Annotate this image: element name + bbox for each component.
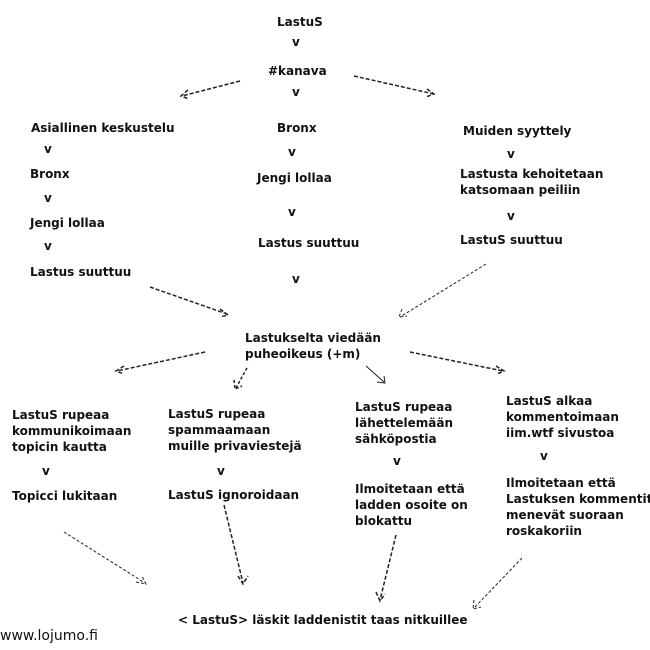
node-b4-2: Ilmoitetaan että Lastuksen kommentit men…	[506, 476, 650, 538]
node-channel: #kanava	[268, 64, 327, 78]
node-left-2: Bronx	[30, 167, 70, 181]
down-arrow-icon: v	[393, 454, 401, 468]
node-left-1: Asiallinen keskustelu	[31, 121, 175, 135]
node-root: LastuS	[277, 15, 323, 29]
node-left-4: Lastus suuttuu	[30, 265, 132, 279]
node-b3-1: LastuS rupeaa lähettelemään sähköpostia	[355, 400, 453, 446]
node-b2-2: LastuS ignoroidaan	[168, 488, 300, 502]
arrow-center-b3	[365, 365, 386, 384]
down-arrow-icon: v	[540, 449, 548, 463]
arrow-left-to-center	[149, 286, 230, 318]
arrow-b2-final	[223, 504, 249, 586]
arrow-b4-final	[472, 557, 523, 610]
arrow-right-to-center	[398, 263, 487, 318]
node-final: < LastuS> läskit laddenistit taas nitkui…	[178, 613, 468, 627]
arrow-center-b1	[114, 351, 206, 375]
node-b1-1: LastuS rupeaa kommunikoimaan topicin kau…	[12, 408, 132, 454]
down-arrow-icon: v	[292, 85, 300, 99]
down-arrow-icon: v	[507, 209, 515, 223]
down-arrow-icon: v	[217, 464, 225, 478]
node-b2-1: LastuS rupeaa spammaamaan muille privavi…	[168, 407, 302, 453]
watermark: www.lojumo.fi	[0, 628, 98, 644]
node-right-1: Muiden syyttely	[463, 124, 572, 138]
down-arrow-icon: v	[42, 464, 50, 478]
arrow-b3-final	[375, 534, 397, 603]
down-arrow-icon: v	[507, 147, 515, 161]
arrow-b1-final	[63, 531, 147, 585]
node-b3-2: Ilmoitetaan että ladden osoite on blokat…	[355, 482, 468, 528]
arrow-center-b4	[409, 351, 506, 375]
node-b1-2: Topicci lukitaan	[12, 489, 118, 503]
node-middle-2: Jengi lollaa	[257, 171, 332, 185]
down-arrow-icon: v	[44, 239, 52, 253]
down-arrow-icon: v	[44, 142, 52, 156]
down-arrow-icon: v	[292, 272, 300, 286]
down-arrow-icon: v	[288, 145, 296, 159]
node-right-2: Lastusta kehoitetaan katsomaan peiliin	[460, 167, 604, 197]
arrow-center-b2	[233, 367, 248, 391]
down-arrow-icon: v	[44, 191, 52, 205]
arrow-kanava-left	[179, 80, 241, 100]
node-right-3: LastuS suuttuu	[460, 233, 563, 247]
node-middle-3: Lastus suuttuu	[258, 236, 360, 250]
node-b4-1: LastuS alkaa kommentoimaan iim.wtf sivus…	[506, 394, 619, 440]
arrow-kanava-right	[353, 75, 436, 98]
node-left-3: Jengi lollaa	[30, 216, 105, 230]
down-arrow-icon: v	[292, 35, 300, 49]
node-middle-1: Bronx	[277, 121, 317, 135]
down-arrow-icon: v	[288, 205, 296, 219]
node-center: Lastukselta viedään puheoikeus (+m)	[245, 331, 381, 361]
